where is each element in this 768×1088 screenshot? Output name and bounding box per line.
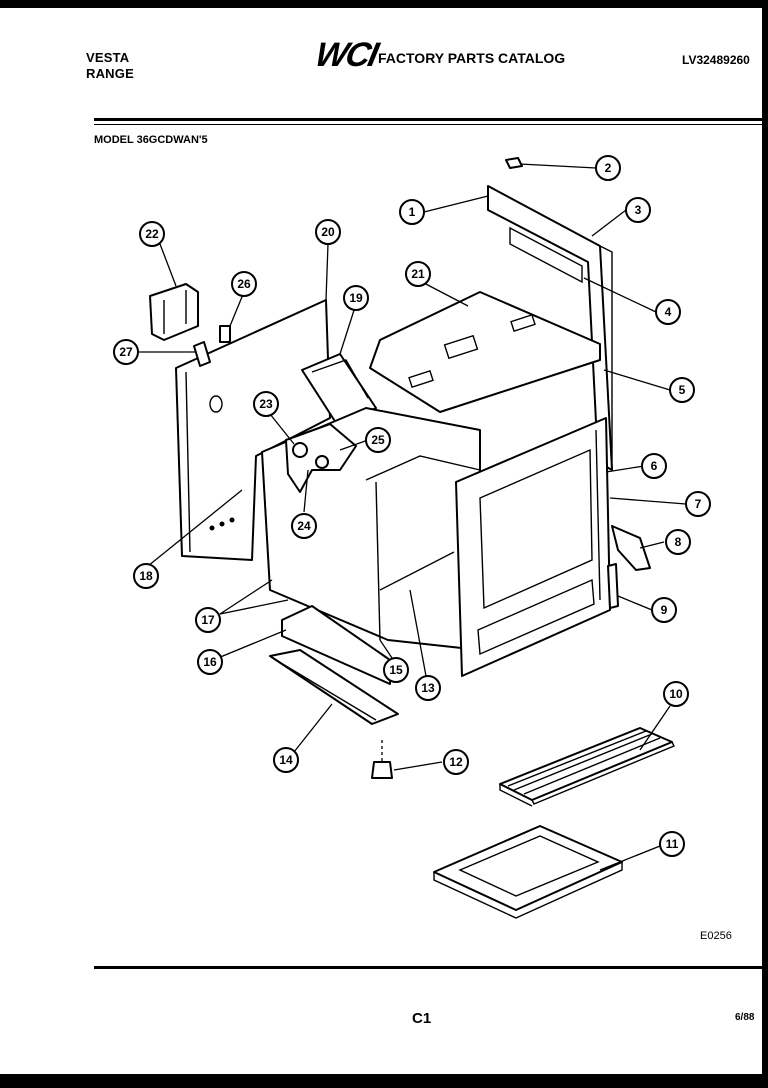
part-trim-strip — [269, 649, 399, 725]
callout-22: 22 — [139, 221, 165, 247]
callout-24-label: 24 — [297, 519, 311, 533]
document-number: LV32489260 — [682, 53, 750, 67]
callout-11-label: 11 — [666, 837, 679, 851]
callout-11: 11 — [659, 831, 685, 857]
page-label: C1 — [412, 1010, 432, 1027]
callout-22-label: 22 — [145, 227, 159, 241]
callout-16-label: 16 — [203, 655, 217, 669]
revision-date: 6/88 — [735, 1012, 755, 1023]
model-number: MODEL 36GCDWAN'5 — [94, 134, 208, 146]
callout-14: 14 — [273, 747, 299, 773]
callout-5-label: 5 — [679, 383, 686, 397]
callout-23: 23 — [253, 391, 279, 417]
callout-25-label: 25 — [371, 433, 385, 447]
part-hinge — [611, 525, 651, 571]
callout-2: 2 — [595, 155, 621, 181]
callout-19-label: 19 — [349, 291, 363, 305]
callout-18-label: 18 — [139, 569, 153, 583]
callout-6-label: 6 — [651, 459, 658, 473]
callout-6: 6 — [641, 453, 667, 479]
header-rule-thin — [94, 124, 764, 125]
callout-26-label: 26 — [237, 277, 251, 291]
callout-9-label: 9 — [661, 603, 668, 617]
callout-15-label: 15 — [389, 663, 403, 677]
part-oven-rack — [499, 727, 675, 807]
callout-21-label: 21 — [411, 267, 425, 281]
scan-border-bottom — [0, 1074, 768, 1088]
callout-17-label: 17 — [201, 613, 215, 627]
part-clip — [505, 157, 523, 169]
callout-21: 21 — [405, 261, 431, 287]
callout-7-label: 7 — [695, 497, 702, 511]
callout-27-label: 27 — [119, 345, 133, 359]
callout-13-label: 13 — [421, 681, 435, 695]
callout-12: 12 — [443, 749, 469, 775]
callout-7: 7 — [685, 491, 711, 517]
part-leveling-leg — [371, 761, 393, 779]
callout-3: 3 — [625, 197, 651, 223]
callout-12-label: 12 — [449, 755, 463, 769]
part-vent — [301, 353, 377, 427]
callout-4-label: 4 — [665, 305, 672, 319]
callout-5: 5 — [669, 377, 695, 403]
callout-25: 25 — [365, 427, 391, 453]
part-top-panel — [369, 291, 601, 413]
callout-2-label: 2 — [605, 161, 612, 175]
callout-15: 15 — [383, 657, 409, 683]
callout-10-label: 10 — [669, 687, 683, 701]
scan-border-right — [762, 0, 768, 1088]
callout-20-label: 20 — [321, 225, 335, 239]
part-broiler-pan — [433, 825, 623, 919]
part-hinge-arm — [607, 563, 619, 609]
catalog-title: FACTORY PARTS CATALOG — [378, 50, 566, 66]
drawing-code: E0256 — [700, 930, 732, 942]
callout-16: 16 — [197, 649, 223, 675]
brand-name: VESTA — [86, 50, 130, 65]
callout-8: 8 — [665, 529, 691, 555]
callout-26: 26 — [231, 271, 257, 297]
callout-1-label: 1 — [409, 205, 416, 219]
callout-14-label: 14 — [279, 753, 293, 767]
callout-17: 17 — [195, 607, 221, 633]
callout-9: 9 — [651, 597, 677, 623]
callout-23-label: 23 — [259, 397, 273, 411]
part-grille — [193, 341, 211, 367]
part-bracket — [149, 283, 199, 341]
header-rule — [94, 118, 764, 121]
callout-18: 18 — [133, 563, 159, 589]
callout-19: 19 — [343, 285, 369, 311]
footer-rule — [94, 966, 764, 969]
brand-block: VESTA RANGE — [86, 50, 134, 82]
callout-8-label: 8 — [675, 535, 682, 549]
callout-4: 4 — [655, 299, 681, 325]
product-type: RANGE — [86, 66, 134, 81]
part-small-block — [219, 325, 231, 343]
scan-border-top — [0, 0, 768, 8]
part-front-frame — [455, 417, 611, 677]
callout-13: 13 — [415, 675, 441, 701]
callout-1: 1 — [399, 199, 425, 225]
callout-27: 27 — [113, 339, 139, 365]
callout-24: 24 — [291, 513, 317, 539]
callout-20: 20 — [315, 219, 341, 245]
callout-3-label: 3 — [635, 203, 642, 217]
callout-10: 10 — [663, 681, 689, 707]
